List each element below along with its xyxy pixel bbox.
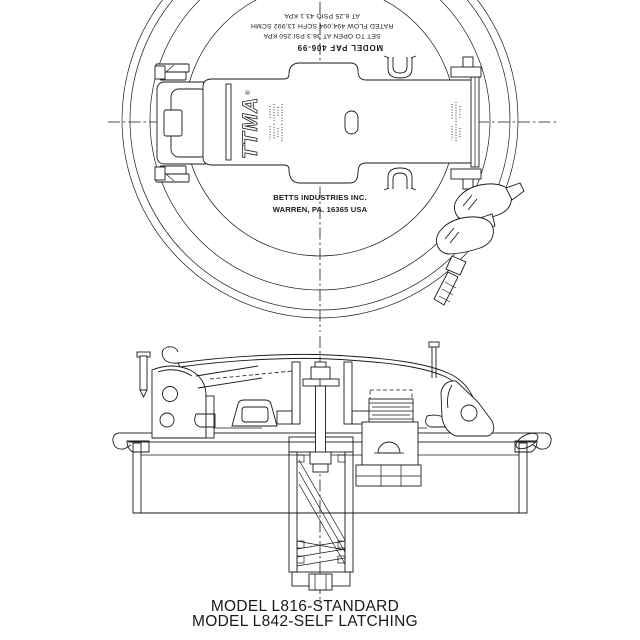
caption-model-self-latching: MODEL L842-SELF LATCHING (192, 613, 418, 630)
bellows (368, 398, 414, 423)
fine-print-marks-right (451, 102, 461, 142)
vent-label-line4: AT 6.25 PSIG 43.1 KPA (284, 12, 360, 19)
handle-collar (445, 255, 467, 276)
gasket-left (126, 440, 150, 453)
threaded-stud (433, 271, 459, 306)
latch-handle (433, 182, 525, 306)
ttma-logo: TTMA ® (225, 83, 262, 161)
spring (296, 459, 346, 567)
latch-arm-section (428, 341, 495, 437)
flange-curl-right (532, 432, 552, 450)
hinge-hole (159, 412, 175, 428)
manufacturer-name: BETTS INDUSTRIES INC. (273, 193, 366, 202)
vent-dome (377, 441, 401, 454)
tube-wall-right (344, 451, 354, 573)
eyebolt-nut-section (515, 432, 539, 450)
manufacturer-address: WARREN, PA. 16365 USA (273, 205, 368, 214)
bottom-nut (308, 573, 333, 591)
logo-text: TTMA (239, 97, 262, 159)
latch-arm-pin (460, 404, 478, 422)
vent-cover-body (202, 62, 475, 184)
vent-label-line1: MODEL PAF 406-99 (297, 43, 383, 52)
vent-label-line3: RATED FLOW 494,094 SCFH 13,992 SCMH (251, 22, 393, 29)
hinge-assembly-section (136, 351, 263, 439)
handle-staple-bottom (383, 167, 417, 191)
handle-tab (505, 182, 525, 201)
vent-nameplate: AT 6.25 PSIG 43.1 KPA RATED FLOW 494,094… (251, 12, 393, 52)
hinge-pin (162, 386, 178, 402)
lid-bump (231, 399, 278, 427)
caption-block: MODEL L816-STANDARD MODEL L842-SELF LATC… (192, 598, 418, 630)
logo-underline-bar (225, 83, 232, 161)
gasket-right (514, 440, 538, 453)
plan-view: AT 6.25 PSIG 43.1 KPA RATED FLOW 494,094… (108, 0, 556, 332)
neck-wall-right (518, 442, 528, 514)
vent-label-line2: SET TO OPEN AT 36.3 PSI 250 KPA (263, 32, 381, 39)
vent-seat (276, 361, 378, 425)
handle-staple-top (383, 55, 417, 79)
phantom-rod-line (209, 370, 293, 380)
flange-curl-left (112, 432, 132, 450)
lid-curl (161, 346, 179, 364)
section-view (112, 336, 552, 604)
neck-wall-left (132, 442, 142, 514)
logo-registered-mark: ® (244, 90, 252, 95)
cover-slot (344, 110, 359, 135)
gasket-under-lid-left (194, 413, 216, 428)
tube-wall-left (288, 451, 298, 573)
latch-rod-assembly (450, 56, 482, 190)
caption-model-standard: MODEL L816-STANDARD (211, 598, 399, 615)
center-bolt-head (310, 366, 331, 380)
fine-print-marks-left (269, 104, 283, 142)
vent-tube (288, 385, 354, 591)
vacuum-vent (355, 389, 422, 487)
